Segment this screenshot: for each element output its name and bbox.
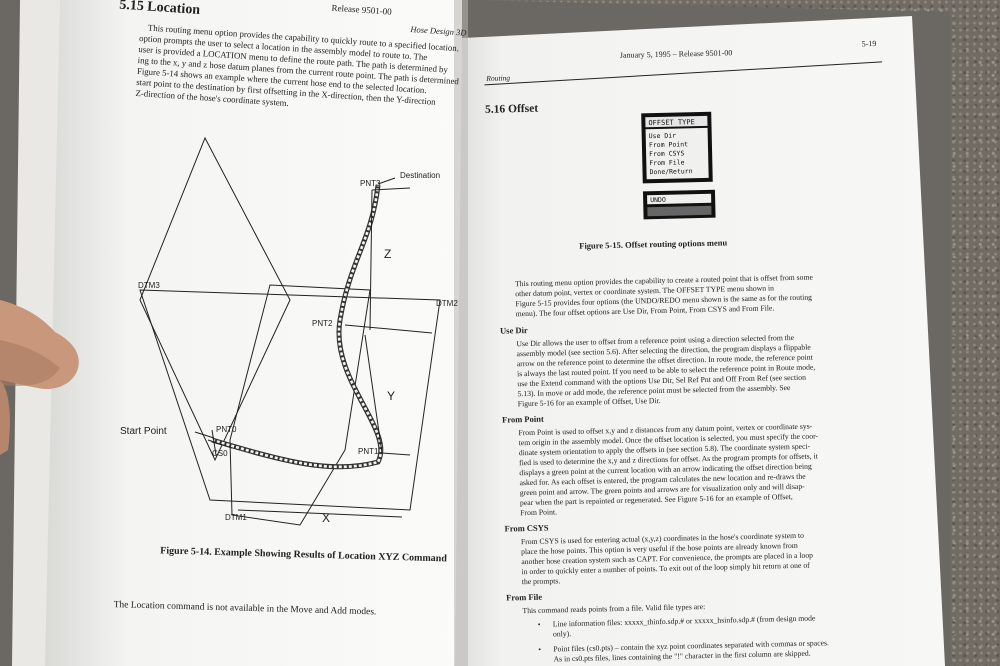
bullet-marker: • bbox=[538, 620, 541, 629]
bullet-marker: • bbox=[538, 645, 541, 654]
x-dimension-line bbox=[237, 509, 403, 518]
right-header-date: January 5, 1995 – Release 9501-00 bbox=[620, 48, 733, 60]
z-extension-a bbox=[371, 187, 411, 191]
start-axis-a bbox=[207, 439, 233, 449]
left-page bbox=[45, 0, 462, 666]
start-leader bbox=[194, 431, 215, 439]
cs0-label: CS0 bbox=[212, 449, 228, 458]
figure-5-14-labels: Destination PNT3 PNT2 PNT1 PNT0 CS0 DTM1… bbox=[120, 171, 458, 525]
redo-bar-disabled bbox=[647, 205, 712, 217]
destination-leader bbox=[377, 177, 396, 185]
right-header-page: 5-19 bbox=[862, 39, 877, 48]
menu-item-from-point[interactable]: From Point bbox=[649, 140, 688, 149]
heading-from-file: From File bbox=[506, 592, 542, 603]
menu-item-from-file[interactable]: From File bbox=[649, 158, 684, 167]
menu-undo[interactable]: UNDO bbox=[650, 196, 666, 204]
left-section-title: 5.15 Location bbox=[119, 0, 201, 18]
menu-title: OFFSET TYPE bbox=[648, 118, 695, 127]
right-section-title: 5.16 Offset bbox=[485, 103, 538, 116]
x-label: X bbox=[322, 511, 330, 525]
dtm2-label: DTM2 bbox=[436, 299, 458, 308]
figure-5-14 bbox=[139, 136, 441, 526]
menu-title-bar bbox=[645, 115, 708, 128]
y-extension-a bbox=[381, 452, 411, 456]
y-dimension-line bbox=[364, 334, 383, 454]
use-dir-text: Use Dir allows the user to offset from a… bbox=[516, 333, 815, 408]
figure-5-15-caption: Figure 5-15. Offset routing options menu bbox=[579, 237, 727, 250]
heading-from-csys: From CSYS bbox=[504, 523, 548, 534]
body-line: the prompts. bbox=[522, 576, 561, 586]
gutter-shadow bbox=[454, 0, 468, 666]
datum-plane-dtm2 bbox=[139, 289, 441, 511]
hand bbox=[0, 300, 79, 455]
palm bbox=[0, 380, 10, 455]
y-label: Y bbox=[387, 389, 395, 403]
z-label: Z bbox=[384, 247, 391, 261]
pnt1-label: PNT1 bbox=[358, 447, 379, 456]
menu-item-done-return[interactable]: Done/Return bbox=[649, 167, 692, 176]
heading-use-dir: Use Dir bbox=[500, 325, 528, 336]
hose-path-inner bbox=[211, 184, 383, 469]
menu-item-use-dir[interactable]: Use Dir bbox=[649, 132, 677, 141]
pnt0-label: PNT0 bbox=[216, 425, 237, 434]
undo-bar bbox=[647, 193, 712, 205]
body-line: Figure 5-16 for an example of Offset, Us… bbox=[518, 396, 661, 408]
dtm1-label: DTM1 bbox=[225, 513, 247, 522]
datum-plane-dtm1 bbox=[229, 284, 371, 526]
bullet-line: only). bbox=[553, 629, 571, 638]
menu-item-from-csys[interactable]: From CSYS bbox=[649, 149, 684, 158]
from-point-text: From Point is used to offset x,y and z d… bbox=[518, 422, 818, 518]
right-header-rule bbox=[484, 61, 883, 86]
right-header-section: Routing bbox=[485, 73, 510, 83]
left-header-release: Release 9501-00 bbox=[331, 3, 392, 17]
body-line: From Point. bbox=[520, 507, 557, 517]
start-point-label: Start Point bbox=[120, 426, 167, 437]
from-csys-text: From CSYS is used for entering actual (x… bbox=[521, 531, 813, 586]
body-line: This command reads points from a file. V… bbox=[522, 602, 705, 615]
left-header-title: Hose Design 3D bbox=[409, 24, 468, 38]
right-page bbox=[455, 16, 945, 666]
pnt3-label: PNT3 bbox=[360, 179, 381, 188]
destination-label: Destination bbox=[400, 171, 440, 180]
datum-plane-dtm3 bbox=[139, 136, 291, 462]
pnt2-label: PNT2 bbox=[312, 319, 333, 328]
menu-item-panel bbox=[645, 127, 709, 180]
z-extension-b bbox=[344, 324, 433, 334]
heading-from-point: From Point bbox=[502, 414, 544, 425]
z-dimension-line bbox=[369, 189, 373, 331]
left-page-content: Release 9501-00 Hose Design 3D 5.15 Loca… bbox=[119, 0, 468, 108]
right-intro: This routing menu option provides the ca… bbox=[515, 272, 814, 318]
thumb-shadow bbox=[0, 340, 60, 386]
dtm3-label: DTM3 bbox=[138, 281, 160, 290]
offset-type-menu: OFFSET TYPE Use Dir From Point From CSYS… bbox=[641, 111, 716, 220]
start-axis-b bbox=[211, 429, 217, 456]
